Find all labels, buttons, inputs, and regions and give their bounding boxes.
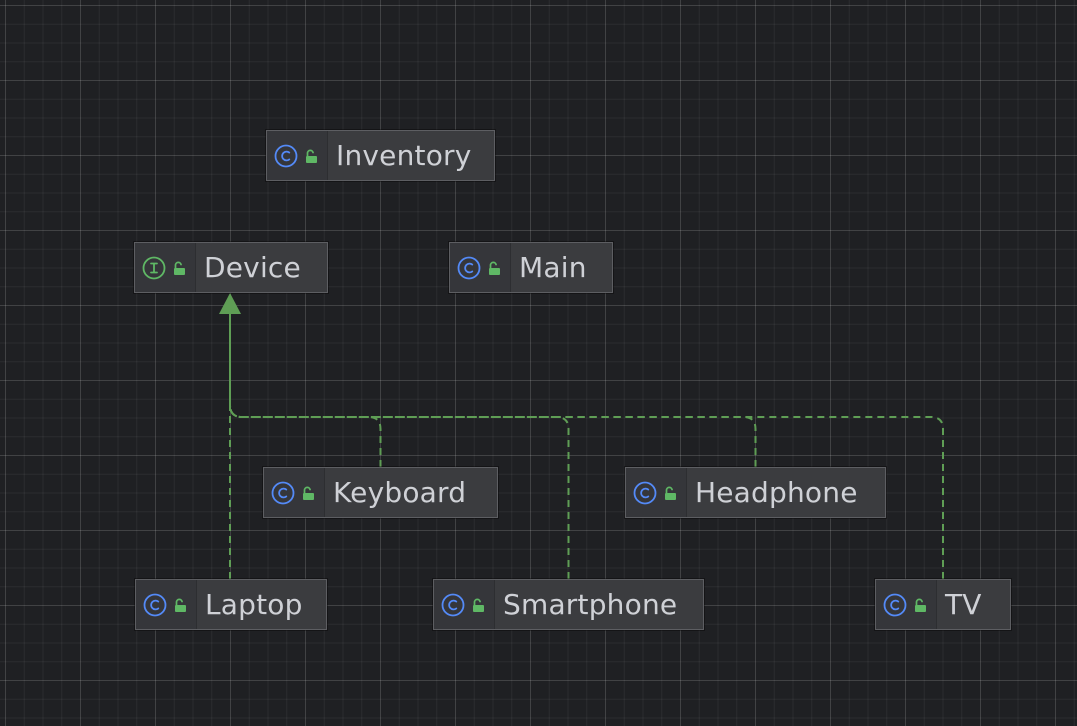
interface-node-device[interactable]: Device: [134, 242, 328, 293]
implements-edge-smartphone: [229, 313, 570, 579]
class-c-icon: [143, 593, 167, 616]
class-c-icon: [441, 593, 465, 616]
class-node-tv[interactable]: TV: [875, 579, 1011, 630]
unlocked-padlock-icon: [915, 598, 926, 612]
class-c-icon: [457, 256, 481, 279]
node-label: Smartphone: [503, 588, 678, 621]
node-label: Keyboard: [333, 476, 467, 509]
node-label: Laptop: [205, 588, 303, 621]
class-c-icon: [274, 144, 298, 167]
node-label: Headphone: [695, 476, 858, 509]
node-label: Device: [204, 251, 301, 284]
class-node-headphone[interactable]: Headphone: [625, 467, 886, 518]
node-icons: [876, 580, 937, 629]
unlocked-padlock-icon: [306, 149, 317, 163]
node-icons: [264, 468, 325, 517]
node-icons: [135, 243, 196, 292]
class-node-main[interactable]: Main: [449, 242, 613, 293]
class-node-smartphone[interactable]: Smartphone: [433, 579, 704, 630]
class-node-inventory[interactable]: Inventory: [266, 130, 495, 181]
class-c-icon: [633, 481, 657, 504]
unlocked-padlock-icon: [665, 486, 676, 500]
unlocked-padlock-icon: [473, 598, 484, 612]
unlocked-padlock-icon: [174, 261, 185, 275]
node-icons: [136, 580, 197, 629]
node-icons: [626, 468, 687, 517]
node-icons: [450, 243, 511, 292]
node-label: Inventory: [336, 139, 472, 172]
unlocked-padlock-icon: [175, 598, 186, 612]
unlocked-padlock-icon: [303, 486, 314, 500]
node-label: Main: [519, 251, 587, 284]
node-icons: [434, 580, 495, 629]
implements-arrowhead: [219, 293, 241, 314]
implements-edge-headphone: [229, 313, 757, 467]
implements-edge-tv: [229, 313, 944, 579]
class-node-laptop[interactable]: Laptop: [135, 579, 327, 630]
class-c-icon: [271, 481, 295, 504]
node-icons: [267, 131, 328, 180]
class-c-icon: [883, 593, 907, 616]
unlocked-padlock-icon: [489, 261, 500, 275]
implements-edge-keyboard: [229, 313, 382, 467]
interface-i-icon: [142, 256, 166, 279]
class-node-keyboard[interactable]: Keyboard: [263, 467, 498, 518]
node-label: TV: [945, 588, 982, 621]
